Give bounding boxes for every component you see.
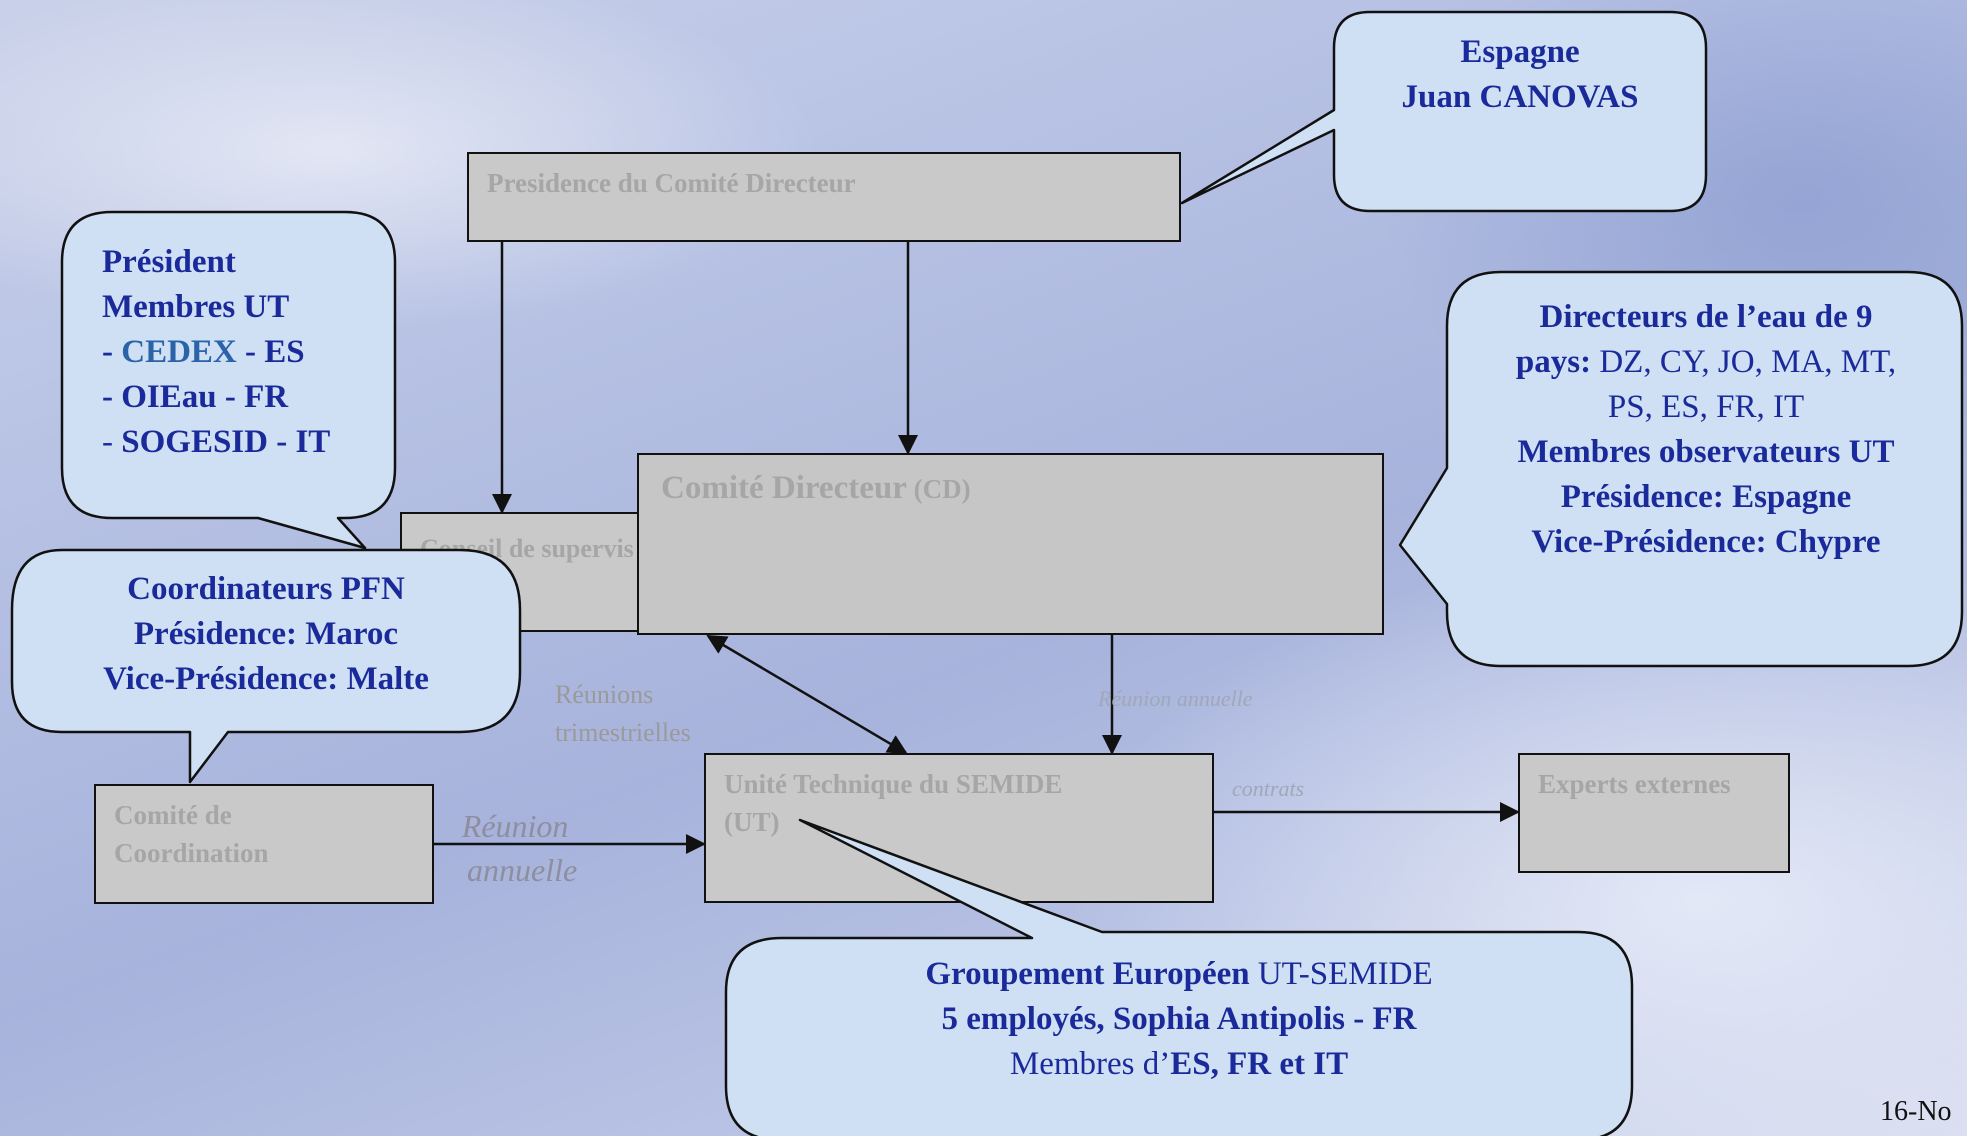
groupement-line2: 5 employés, Sophia Antipolis - FR	[941, 1001, 1417, 1037]
reunion-annuelle-line1: Réunion	[461, 808, 569, 844]
callout-espagne-text: Espagne Juan CANOVAS	[1334, 30, 1706, 120]
president-line5: - SOGESID - IT	[102, 420, 382, 465]
comite-coordination-label-line2: Coordination	[114, 838, 269, 868]
callout-president-shape	[60, 210, 397, 550]
president-line3-dash: -	[102, 334, 122, 370]
president-line1: Président	[102, 244, 236, 280]
footer-date: 16-No	[1880, 1096, 1952, 1127]
reunions-trimestrielles-line2: trimestrielles	[555, 718, 691, 747]
callout-groupement-shape	[724, 818, 1634, 1136]
comite-directeur-label: Comité Directeur	[661, 470, 907, 506]
groupement-line1-bold: Groupement Européen	[925, 956, 1250, 992]
groupement-line3: Membres d’ES, FR et IT	[728, 1042, 1630, 1087]
callout-groupement-text: Groupement Européen UT-SEMIDE 5 employés…	[728, 952, 1630, 1087]
reunion-annuelle-coordination-label: Réunion annuelle	[453, 804, 577, 892]
callout-espagne-shape	[1180, 10, 1708, 213]
presidence-label: Presidence du Comité Directeur	[487, 168, 856, 198]
directeurs-line3: PS, ES, FR, IT	[1607, 389, 1805, 425]
comite-coordination-label-line1: Comité de	[114, 800, 232, 830]
president-line5-rest: SOGESID - IT	[121, 424, 331, 460]
comite-directeur-box: Comité Directeur (CD)	[637, 453, 1384, 635]
directeurs-line2-rest: DZ, CY, JO, MA, MT,	[1591, 344, 1897, 380]
pfn-line3: Vice-Présidence: Malte	[103, 661, 429, 697]
directeurs-line6: Vice-Présidence: Chypre	[1531, 524, 1881, 560]
experts-externes-label: Experts externes	[1538, 769, 1731, 799]
reunions-trimestrielles-line1: Réunions	[555, 680, 654, 709]
president-line2: Membres UT	[102, 289, 290, 325]
president-line3-rest: - ES	[236, 334, 305, 370]
reunion-annuelle-line2: annuelle	[467, 852, 578, 888]
callout-president-text: Président Membres UT - CEDEX - ES - OIEa…	[102, 240, 382, 465]
directeurs-line2: pays: DZ, CY, JO, MA, MT,	[1452, 340, 1960, 385]
president-line4: - OIEau - FR	[102, 379, 289, 415]
espagne-line1: Espagne	[1460, 34, 1580, 70]
groupement-line3-plain: Membres d’	[1009, 1046, 1171, 1082]
president-line3-org: CEDEX	[121, 334, 237, 370]
presidence-box: Presidence du Comité Directeur	[467, 152, 1181, 242]
callout-pfn-text: Coordinateurs PFN Présidence: Maroc Vice…	[14, 567, 518, 702]
president-line3: - CEDEX - ES	[102, 330, 382, 375]
directeurs-line5: Présidence: Espagne	[1560, 479, 1852, 515]
directeurs-line1: Directeurs de l’eau de 9	[1539, 299, 1873, 335]
espagne-line2: Juan CANOVAS	[1401, 79, 1639, 115]
comite-directeur-abbr: (CD)	[913, 474, 971, 504]
directeurs-line4: Membres observateurs UT	[1517, 434, 1895, 470]
contrats-label: contrats	[1232, 776, 1305, 801]
unite-technique-label-line1: Unité Technique du SEMIDE	[724, 769, 1063, 799]
reunions-trimestrielles-label: Réunions trimestrielles	[555, 676, 691, 752]
unite-technique-label-line2: (UT)	[724, 807, 780, 837]
pfn-line1: Coordinateurs PFN	[127, 571, 405, 607]
reunion-annuelle-cd-label: Réunion annuelle	[1098, 686, 1253, 711]
callout-directeurs-text: Directeurs de l’eau de 9 pays: DZ, CY, J…	[1452, 295, 1960, 565]
connector-cd-ut-bidirectional	[706, 634, 908, 755]
callout-directeurs-shape	[1398, 270, 1964, 668]
callout-pfn-shape	[10, 548, 522, 784]
groupement-line1: Groupement Européen UT-SEMIDE	[728, 952, 1630, 997]
groupement-line1-rest: UT-SEMIDE	[1249, 956, 1433, 992]
experts-externes-box: Experts externes	[1518, 753, 1790, 873]
groupement-line3-bold: ES, FR et IT	[1170, 1046, 1349, 1082]
president-line5-dash: -	[102, 424, 122, 460]
directeurs-line2-bold: pays:	[1515, 344, 1592, 380]
pfn-line2: Présidence: Maroc	[133, 616, 399, 652]
comite-coordination-box: Comité de Coordination	[94, 784, 434, 904]
